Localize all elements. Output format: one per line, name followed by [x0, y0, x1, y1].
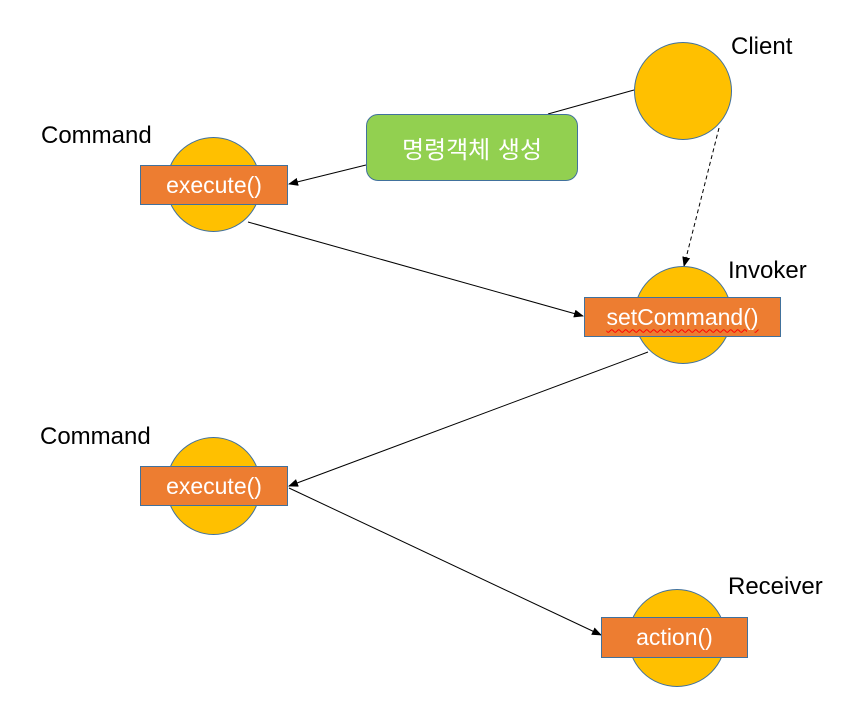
command-top-label: Command: [41, 122, 152, 149]
client-label: Client: [731, 33, 793, 60]
client-to-callout-line: [547, 89, 635, 115]
receiver-label: Receiver: [728, 573, 823, 600]
receiver-action-box: action(): [601, 617, 748, 658]
invoker-setcommand-text: setCommand(): [606, 303, 759, 330]
callout-to-command-arrow: [288, 164, 367, 186]
invoker-label: Invoker: [728, 257, 807, 284]
create-command-callout: 명령객체 생성: [366, 114, 578, 181]
command-bottom-execute-box: execute(): [140, 466, 288, 506]
invoker-to-command-arrow: [288, 351, 649, 487]
command-bottom-label: Command: [40, 423, 151, 450]
client-circle: [634, 42, 732, 140]
client-to-invoker-dashed-arrow: [682, 127, 720, 267]
command-top-execute-box: execute(): [140, 165, 288, 205]
command-to-invoker-arrow: [247, 221, 584, 318]
invoker-setcommand-box: setCommand(): [584, 297, 781, 337]
command-to-receiver-arrow: [288, 487, 602, 636]
